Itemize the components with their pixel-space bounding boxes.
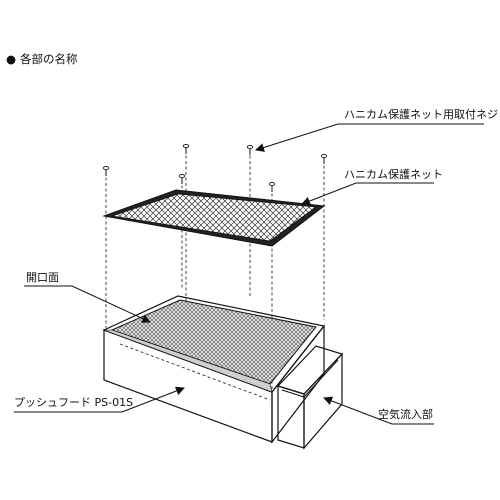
- screw-icon: [102, 165, 110, 176]
- leader-net: [301, 182, 434, 206]
- leader-opening: [24, 285, 151, 323]
- label-push-hood: プッシュフード PS-01S: [14, 396, 133, 409]
- screw-icon: [320, 153, 328, 164]
- honeycomb-protection-net: [102, 189, 326, 247]
- screw-icon: [268, 181, 276, 192]
- label-honeycomb-net: ハニカム保護ネット: [344, 167, 443, 181]
- leader-inlet: [323, 396, 434, 425]
- leader-lines: [14, 123, 484, 425]
- screw-icon: [182, 143, 190, 154]
- label-honeycomb-net-screw: ハニカム保護ネット用取付ネジ: [344, 107, 498, 121]
- label-air-inlet: 空気流入部: [378, 407, 433, 421]
- air-inlet-duct: [276, 345, 344, 450]
- screws: [102, 143, 328, 192]
- push-hood-body: [102, 295, 326, 444]
- screw-icon: [246, 144, 254, 155]
- leader-screw: [255, 123, 484, 152]
- screw-icon: [178, 173, 186, 184]
- page-title: 各部の名称: [20, 52, 78, 66]
- label-opening-face: 開口面: [26, 271, 59, 284]
- leader-hood: [14, 386, 185, 413]
- title-bullet: ●: [6, 52, 16, 66]
